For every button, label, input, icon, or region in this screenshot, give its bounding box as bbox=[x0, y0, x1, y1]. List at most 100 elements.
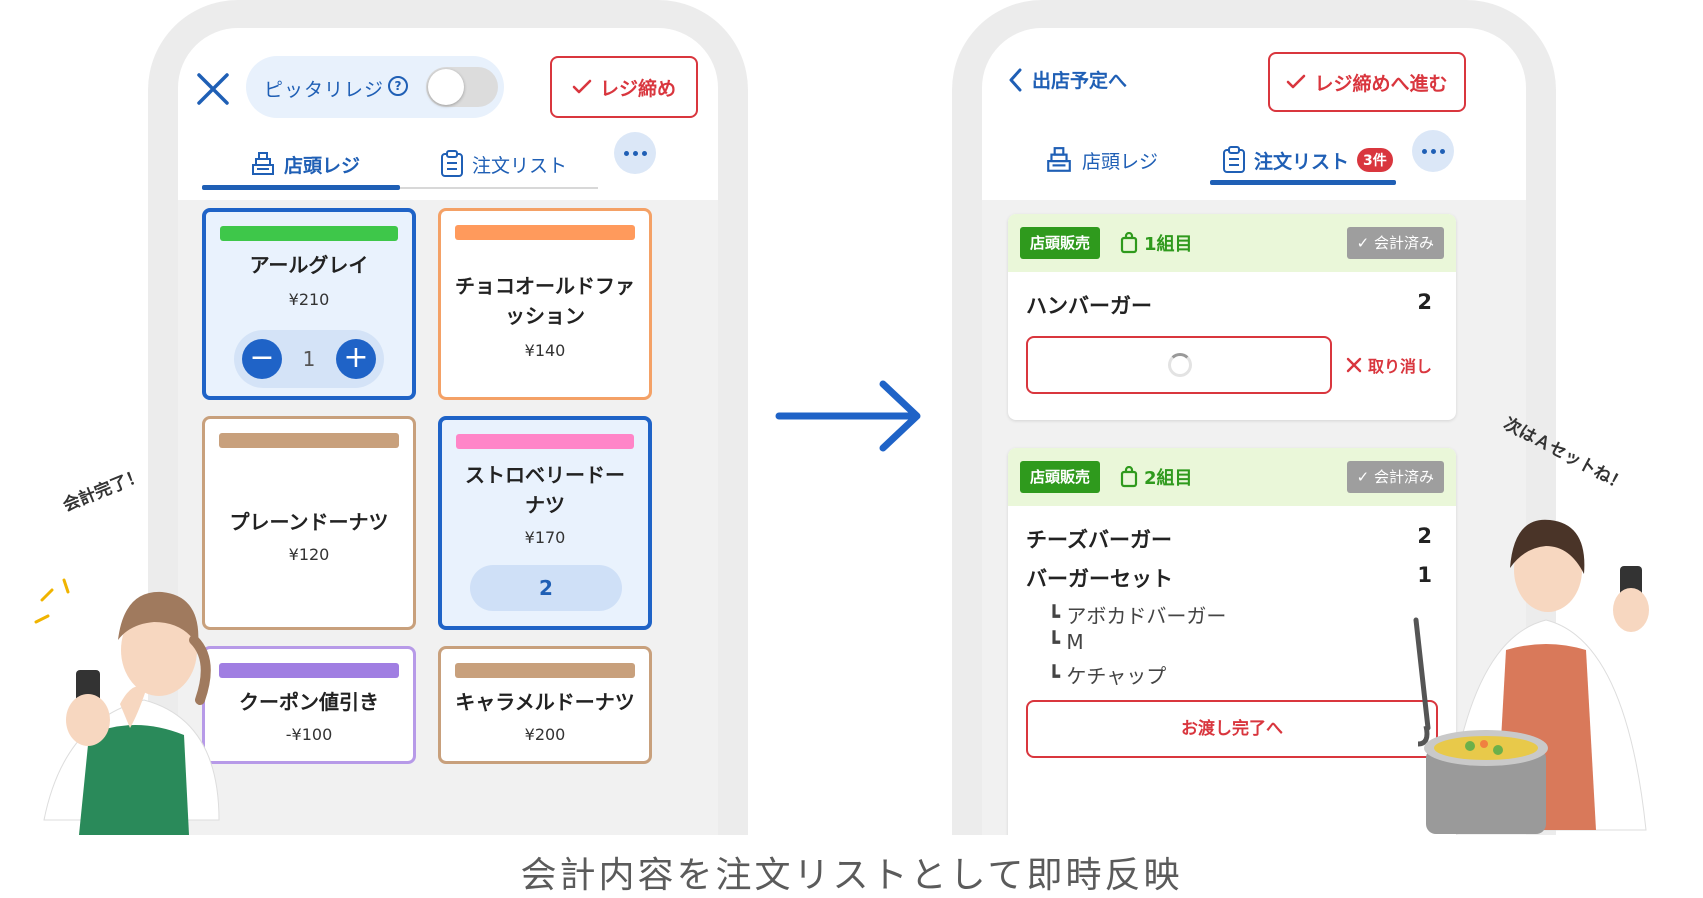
chevron-left-icon bbox=[1009, 68, 1022, 91]
order-item-name: ハンバーガー bbox=[1026, 294, 1152, 318]
pitta-register-toggle[interactable] bbox=[426, 67, 498, 107]
figure-caption: 会計内容を注文リストとして即時反映 bbox=[520, 855, 1183, 896]
shopping-bag-icon bbox=[1120, 466, 1138, 488]
paid-status-label: 会計済み bbox=[1373, 234, 1434, 252]
tab-storefront-register-label: 店頭レジ bbox=[284, 154, 361, 177]
cancel-label: 取り消し bbox=[1368, 357, 1433, 376]
minus-icon[interactable]: − bbox=[242, 339, 282, 379]
sub-item: ┗ アボカドバーガー bbox=[1048, 600, 1226, 629]
toggle-knob bbox=[428, 69, 464, 105]
product-card-strawberry-donut[interactable]: ストロベリードー ナツ ¥170 2 bbox=[438, 416, 652, 630]
more-dot-icon bbox=[641, 150, 647, 156]
flow-arrow-icon bbox=[775, 380, 921, 452]
more-options-button[interactable] bbox=[1412, 130, 1454, 172]
close-register-button[interactable]: レジ締め bbox=[550, 56, 698, 118]
tab-storefront-register-label: 店頭レジ bbox=[1082, 150, 1159, 173]
product-name: アールグレイ bbox=[249, 253, 369, 277]
order-list-screen: 出店予定へ レジ締めへ進む 店頭レジ 注文リスト 3件 bbox=[982, 28, 1526, 835]
product-color-bar bbox=[219, 433, 399, 448]
order-list-header: 出店予定へ レジ締めへ進む 店頭レジ 注文リスト 3件 bbox=[982, 28, 1526, 200]
product-card-coupon-discount[interactable]: クーポン値引き -¥100 bbox=[202, 646, 416, 764]
phone-right: 出店予定へ レジ締めへ進む 店頭レジ 注文リスト 3件 bbox=[952, 0, 1556, 835]
help-icon[interactable]: ? bbox=[388, 76, 408, 96]
stepper-value: 1 bbox=[302, 347, 316, 371]
order-item-name: バーガーセット bbox=[1026, 567, 1173, 591]
quantity-stepper: − 1 + bbox=[234, 330, 384, 388]
product-price: ¥140 bbox=[524, 341, 566, 360]
more-dot-icon bbox=[1421, 148, 1427, 154]
more-dot-icon bbox=[632, 150, 638, 156]
group-label: 1組目 bbox=[1120, 230, 1193, 256]
back-to-schedule-link[interactable]: 出店予定へ bbox=[1008, 66, 1127, 93]
sub-item-name: ケチャップ bbox=[1066, 664, 1167, 688]
tab-order-list[interactable]: 注文リスト 3件 bbox=[1222, 136, 1393, 184]
more-dot-icon bbox=[1430, 148, 1436, 154]
product-card-caramel-donut[interactable]: キャラメルドーナツ ¥200 bbox=[438, 646, 652, 764]
close-register-label: レジ締め bbox=[599, 77, 676, 100]
cancel-order-link[interactable]: 取り消し bbox=[1346, 353, 1432, 377]
shopping-bag-icon bbox=[1120, 232, 1138, 254]
more-dot-icon bbox=[623, 150, 629, 156]
product-card-earl-grey[interactable]: アールグレイ ¥210 − 1 + bbox=[202, 208, 416, 400]
tab-order-list-label: 注文リスト bbox=[472, 154, 568, 177]
sub-item: ┗ ケチャップ bbox=[1048, 660, 1166, 689]
tab-active-indicator bbox=[1210, 180, 1396, 185]
sub-item: ┗ M bbox=[1048, 630, 1084, 654]
product-card-choco-old-fashion[interactable]: チョコオールドファ ッション ¥140 bbox=[438, 208, 652, 400]
order-item-qty: 1 bbox=[1417, 563, 1432, 587]
proceed-to-close-button[interactable]: レジ締めへ進む bbox=[1268, 52, 1466, 112]
group-number: 1組目 bbox=[1144, 234, 1193, 255]
product-price: ¥210 bbox=[288, 290, 330, 309]
more-options-button[interactable] bbox=[614, 132, 656, 174]
product-card-plain-donut[interactable]: プレーンドーナツ ¥120 bbox=[202, 416, 416, 630]
clipboard-icon bbox=[441, 150, 463, 177]
product-name-line-1: ストロベリードー bbox=[465, 463, 625, 487]
sub-item-marker-icon: ┗ bbox=[1048, 664, 1067, 688]
product-color-bar bbox=[219, 663, 399, 678]
order-item-row: チーズバーガー 2 bbox=[1026, 524, 1432, 554]
product-price: ¥120 bbox=[288, 545, 330, 564]
paid-status-badge: ✓ 会計済み bbox=[1346, 461, 1444, 493]
more-dot-icon bbox=[1439, 148, 1445, 154]
register-screen: ピッタリレジ ? レジ締め 店頭レジ 注文リスト bbox=[178, 28, 718, 835]
complete-handover-button[interactable]: お渡し完了へ bbox=[1026, 700, 1438, 758]
quantity-badge: 2 bbox=[470, 565, 622, 611]
tab-storefront-register[interactable]: 店頭レジ bbox=[1044, 136, 1158, 184]
sales-channel-tag: 店頭販売 bbox=[1020, 227, 1101, 259]
tab-order-list-label: 注文リスト bbox=[1254, 150, 1350, 173]
tab-order-list[interactable]: 注文リスト bbox=[440, 140, 567, 188]
pitta-register-toggle-group: ピッタリレジ ? bbox=[246, 56, 504, 118]
cashier-person-illustration bbox=[34, 578, 220, 835]
product-name: プレーンドーナツ bbox=[229, 510, 389, 534]
group-number: 2組目 bbox=[1144, 468, 1193, 489]
cash-register-icon bbox=[1047, 147, 1071, 172]
order-item-row: バーガーセット 1 bbox=[1026, 563, 1432, 593]
product-name: クーポン値引き bbox=[239, 690, 379, 714]
product-name-line-2: ナツ bbox=[525, 493, 565, 517]
product-name-line-2: ッション bbox=[505, 304, 585, 328]
sub-item-name: M bbox=[1066, 630, 1084, 654]
sub-item-name: アボカドバーガー bbox=[1066, 604, 1227, 628]
tab-track bbox=[202, 187, 598, 189]
tab-active-indicator bbox=[202, 185, 400, 190]
order-card-header: 店頭販売 2組目 ✓ 会計済み bbox=[1008, 448, 1456, 506]
order-card-group-2: 店頭販売 2組目 ✓ 会計済み チーズバーガー 2 バーガーセット bbox=[1008, 448, 1456, 835]
paid-status-label: 会計済み bbox=[1373, 468, 1434, 486]
speech-left: 会計完了！ bbox=[60, 465, 147, 517]
plus-icon[interactable]: + bbox=[336, 339, 376, 379]
product-color-bar bbox=[455, 225, 635, 240]
paid-status-badge: ✓ 会計済み bbox=[1346, 227, 1444, 259]
close-icon[interactable] bbox=[194, 70, 232, 108]
proceed-label: レジ締めへ進む bbox=[1314, 72, 1448, 95]
product-color-bar bbox=[220, 226, 398, 241]
processing-button[interactable] bbox=[1026, 336, 1332, 394]
group-label: 2組目 bbox=[1120, 464, 1193, 490]
order-count-badge: 3件 bbox=[1357, 148, 1393, 172]
order-item-qty: 2 bbox=[1417, 290, 1432, 314]
tab-storefront-register[interactable]: 店頭レジ bbox=[250, 140, 360, 188]
loading-spinner-icon bbox=[1168, 353, 1192, 377]
check-icon: ✓ bbox=[1356, 468, 1370, 486]
product-name: キャラメルドーナツ bbox=[455, 690, 635, 714]
order-item-name: チーズバーガー bbox=[1026, 528, 1172, 552]
